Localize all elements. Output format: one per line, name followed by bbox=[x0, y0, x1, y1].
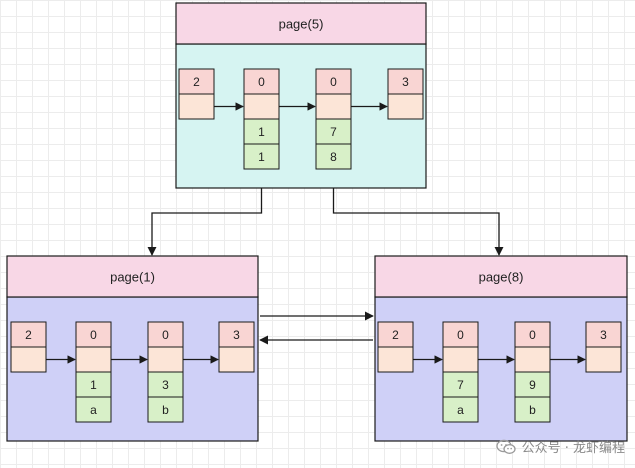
pages: page(5) 2 0 1 1 0 7 8 3 page(1) 2 0 1 a 0 3 b 3 page(8) 2 0 7… bbox=[6, 2, 628, 442]
data-cell bbox=[243, 118, 280, 145]
next-pointer-cell bbox=[243, 93, 280, 120]
data-value: 1 bbox=[258, 150, 265, 164]
record: 0 9 b bbox=[514, 321, 551, 423]
data-cell bbox=[147, 396, 184, 423]
data-value: 1 bbox=[258, 125, 265, 139]
record: 0 3 b bbox=[147, 321, 184, 423]
record-header-value: 2 bbox=[193, 75, 200, 89]
data-value: 7 bbox=[330, 125, 337, 139]
next-pointer-cell bbox=[514, 346, 551, 373]
record-header-value: 0 bbox=[162, 328, 169, 342]
page-leaf-right: page(8) 2 0 7 a 0 9 b 3 bbox=[374, 255, 628, 442]
record-header-cell bbox=[315, 68, 352, 95]
record-header-value: 2 bbox=[25, 328, 32, 342]
record-header-value: 3 bbox=[233, 328, 240, 342]
data-value: b bbox=[529, 403, 536, 417]
record-header-cell bbox=[75, 321, 112, 348]
next-pointer-cell bbox=[585, 346, 622, 373]
record: 3 bbox=[218, 321, 255, 373]
data-value: 7 bbox=[457, 378, 464, 392]
data-value: 3 bbox=[162, 378, 169, 392]
page-body bbox=[6, 296, 259, 442]
next-pointer-cell bbox=[147, 346, 184, 373]
page-title: page(5) bbox=[279, 17, 324, 32]
page-header bbox=[6, 255, 259, 298]
record-header-cell bbox=[178, 68, 215, 95]
record: 3 bbox=[387, 68, 424, 120]
record-header-value: 2 bbox=[392, 328, 399, 342]
data-value: 9 bbox=[529, 378, 536, 392]
data-cell bbox=[315, 143, 352, 170]
watermark: 公众号 · 龙虾编程 bbox=[495, 437, 625, 456]
next-pointer-cell bbox=[75, 346, 112, 373]
data-cell bbox=[514, 396, 551, 423]
record: 2 bbox=[377, 321, 414, 373]
record: 3 bbox=[585, 321, 622, 373]
next-pointer-cell bbox=[315, 93, 352, 120]
data-cell bbox=[442, 396, 479, 423]
record-header-value: 0 bbox=[330, 75, 337, 89]
page-leaf-left: page(1) 2 0 1 a 0 3 b 3 bbox=[6, 255, 259, 442]
data-cell bbox=[147, 371, 184, 398]
data-value: 1 bbox=[90, 378, 97, 392]
data-value: a bbox=[457, 403, 464, 417]
record-header-value: 3 bbox=[402, 75, 409, 89]
record-header-cell bbox=[387, 68, 424, 95]
data-cell bbox=[442, 371, 479, 398]
page-header bbox=[175, 2, 427, 45]
record: 0 7 8 bbox=[315, 68, 352, 170]
data-cell bbox=[75, 396, 112, 423]
record: 2 bbox=[178, 68, 215, 120]
page-header bbox=[374, 255, 628, 298]
record-header-value: 0 bbox=[457, 328, 464, 342]
next-pointer-cell bbox=[178, 93, 215, 120]
data-value: a bbox=[90, 403, 97, 417]
watermark-text: 公众号 · 龙虾编程 bbox=[521, 441, 625, 456]
record-header-value: 0 bbox=[529, 328, 536, 342]
data-cell bbox=[75, 371, 112, 398]
next-pointer-cell bbox=[377, 346, 414, 373]
record: 0 1 1 bbox=[243, 68, 280, 170]
record-header-value: 0 bbox=[258, 75, 265, 89]
page-root: page(5) 2 0 1 1 0 7 8 3 bbox=[175, 2, 427, 189]
record: 2 bbox=[10, 321, 47, 373]
data-value: b bbox=[162, 403, 169, 417]
connectors bbox=[147, 169, 504, 345]
pointer-arrow-to-page-1 bbox=[147, 169, 263, 256]
data-cell bbox=[514, 371, 551, 398]
record-header-cell bbox=[585, 321, 622, 348]
next-pointer-cell bbox=[442, 346, 479, 373]
record-header-cell bbox=[442, 321, 479, 348]
data-cell bbox=[315, 118, 352, 145]
next-pointer-cell bbox=[10, 346, 47, 373]
record-header-cell bbox=[147, 321, 184, 348]
record-header-value: 0 bbox=[90, 328, 97, 342]
page-title: page(1) bbox=[110, 270, 155, 285]
record-header-value: 3 bbox=[600, 328, 607, 342]
wechat-icon bbox=[495, 439, 516, 454]
page-body bbox=[374, 296, 628, 442]
pointer-arrow-to-page-8 bbox=[332, 169, 504, 256]
data-value: 8 bbox=[330, 150, 337, 164]
page-body bbox=[175, 43, 427, 189]
next-pointer-cell bbox=[218, 346, 255, 373]
record: 0 7 a bbox=[442, 321, 479, 423]
record: 0 1 a bbox=[75, 321, 112, 423]
next-pointer-cell bbox=[387, 93, 424, 120]
data-cell bbox=[243, 143, 280, 170]
page-title: page(8) bbox=[479, 270, 524, 285]
